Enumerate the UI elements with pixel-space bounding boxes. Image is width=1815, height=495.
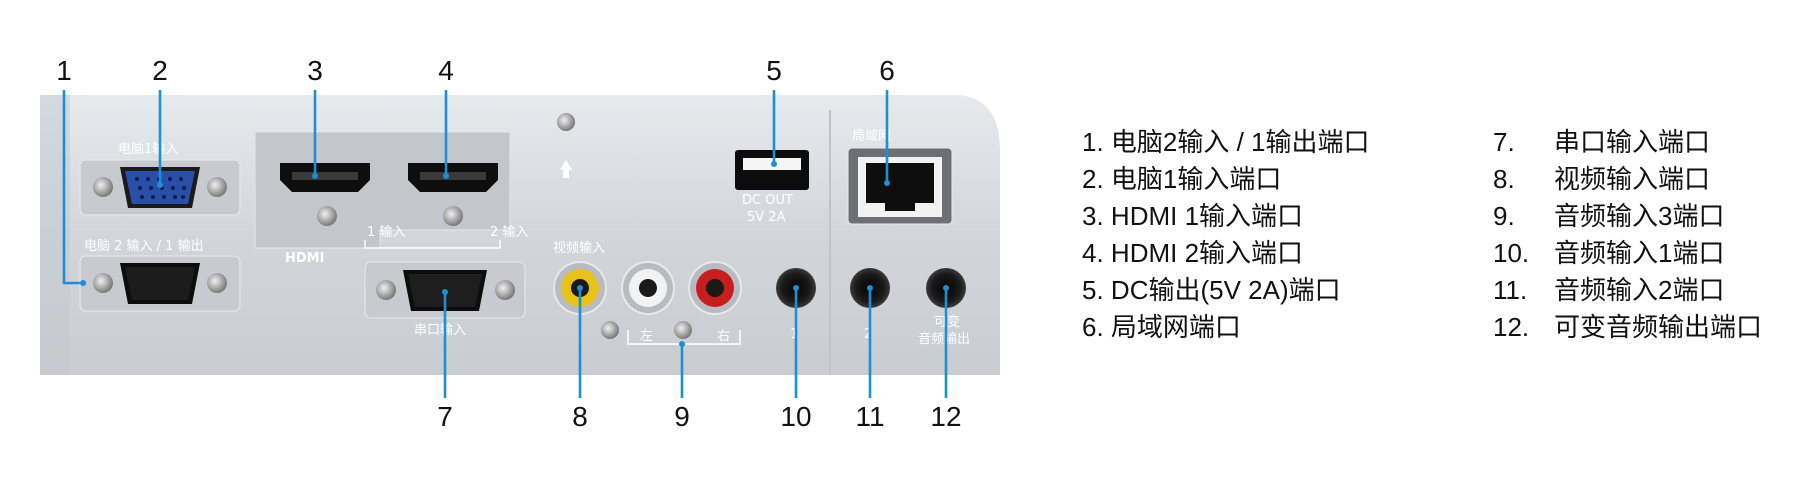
audio-jack-2-label: 2: [864, 327, 872, 342]
legend-number: 9.: [1493, 201, 1515, 231]
dc-out-port: DC OUT 5V 2A: [735, 150, 809, 225]
screw-icon: [443, 206, 463, 226]
lan-port: 局域网: [847, 129, 953, 225]
screw-icon: [207, 177, 227, 197]
legend-number: 1.: [1082, 127, 1104, 157]
screw-icon: [601, 321, 619, 339]
callout-5: 5: [766, 55, 782, 86]
legend-text: HDMI 1输入端口: [1110, 201, 1304, 231]
lan-label: 局域网: [852, 129, 891, 144]
hdmi-1-label: 1 输入: [367, 224, 405, 240]
legend-item: 6. 局域网端口: [1082, 309, 1370, 346]
legend-text: 音频输入2端口: [1554, 275, 1725, 305]
legend-item: 3. HDMI 1输入端口: [1082, 198, 1370, 235]
callout-8: 8: [572, 401, 588, 432]
screw-icon: [674, 321, 692, 339]
legend-number: 7.: [1493, 127, 1515, 157]
legend-text: 串口输入端口: [1554, 127, 1711, 157]
up-arrow-icon: [560, 160, 572, 178]
dc-out-label: DC OUT: [742, 193, 793, 208]
legend-item: 2. 电脑1输入端口: [1082, 161, 1370, 198]
legend-number: 12.: [1493, 312, 1530, 342]
legend-item: 12. 可变音频输出端口: [1493, 309, 1762, 346]
callout-1: 1: [56, 55, 72, 86]
legend-number: 8.: [1493, 164, 1515, 194]
legend-item: 7. 串口输入端口: [1493, 124, 1762, 161]
legend-text: DC输出(5V 2A)端口: [1110, 275, 1341, 305]
callout-11: 11: [855, 401, 884, 432]
callout-12: 12: [930, 401, 961, 432]
screw-icon: [93, 273, 113, 293]
hdmi-logo: HDMI: [285, 251, 324, 266]
legend-text: 音频输入3端口: [1554, 201, 1725, 231]
legend-text: 局域网端口: [1110, 312, 1241, 342]
audio-input-3-port: 左 右: [601, 261, 742, 345]
pc1-input-label: 电脑1输入: [118, 141, 178, 157]
legend-item: 9. 音频输入3端口: [1493, 198, 1762, 235]
audio-left-label: 左: [640, 329, 653, 344]
legend-text: 可变音频输出端口: [1554, 312, 1763, 342]
variable-audio-out-label-2: 音频输出: [918, 331, 970, 347]
legend-text: 视频输入端口: [1554, 164, 1711, 194]
legend-text: HDMI 2输入端口: [1110, 238, 1304, 268]
callout-4: 4: [438, 55, 454, 86]
video-input-label: 视频输入: [553, 240, 605, 256]
legend-number: 11.: [1493, 275, 1528, 305]
screw-icon: [557, 113, 575, 131]
legend-right-column: 7. 串口输入端口 8. 视频输入端口 9. 音频输入3端口 10. 音频输入1端口 1…: [1493, 124, 1762, 346]
screw-icon: [376, 280, 396, 300]
legend-item: 4. HDMI 2输入端口: [1082, 235, 1370, 272]
screw-icon: [317, 206, 337, 226]
panel-edge: [40, 95, 70, 375]
audio-jack-1-label: 1: [790, 327, 798, 342]
legend-number: 4.: [1082, 238, 1104, 268]
legend-item: 11. 音频输入2端口: [1493, 272, 1762, 309]
legend-left-column: 1. 电脑2输入 / 1输出端口 2. 电脑1输入端口 3. HDMI 1输入端…: [1082, 124, 1370, 346]
callout-2: 2: [152, 55, 168, 86]
legend-text: 电脑1输入端口: [1110, 164, 1282, 194]
legend-text: 音频输入1端口: [1554, 238, 1725, 268]
callout-10: 10: [780, 401, 811, 432]
legend-number: 5.: [1082, 275, 1104, 305]
legend-number: 2.: [1082, 164, 1104, 194]
legend-number: 3.: [1082, 201, 1104, 231]
screw-icon: [207, 273, 227, 293]
callout-6: 6: [879, 55, 895, 86]
ethernet-connector-icon: [866, 163, 934, 203]
legend-item: 10. 音频输入1端口: [1493, 235, 1762, 272]
callout-numbers: 1 2 3 4 5 6 7 8 9 10 11 12: [56, 55, 961, 432]
legend-number: 6.: [1082, 312, 1104, 342]
screw-icon: [495, 280, 515, 300]
pc2-input-label: 电脑 2 输入 / 1 输出: [84, 238, 204, 254]
callout-7: 7: [437, 401, 453, 432]
callout-9: 9: [674, 401, 690, 432]
legend-text: 电脑2输入 / 1输出端口: [1110, 127, 1370, 157]
pc2-input-pc1-output-port: 电脑 2 输入 / 1 输出: [79, 238, 241, 312]
callout-3: 3: [307, 55, 323, 86]
serial-input-label: 串口输入: [414, 322, 466, 338]
hdmi-2-label: 2 输入: [490, 224, 528, 240]
dc-out-spec: 5V 2A: [747, 210, 786, 225]
callout-leaders: [62, 90, 949, 398]
legend-item: 8. 视频输入端口: [1493, 161, 1762, 198]
screw-icon: [93, 177, 113, 197]
audio-right-label: 右: [717, 329, 730, 344]
legend-item: 5. DC输出(5V 2A)端口: [1082, 272, 1370, 309]
legend-item: 1. 电脑2输入 / 1输出端口: [1082, 124, 1370, 161]
legend-number: 10.: [1493, 238, 1530, 268]
